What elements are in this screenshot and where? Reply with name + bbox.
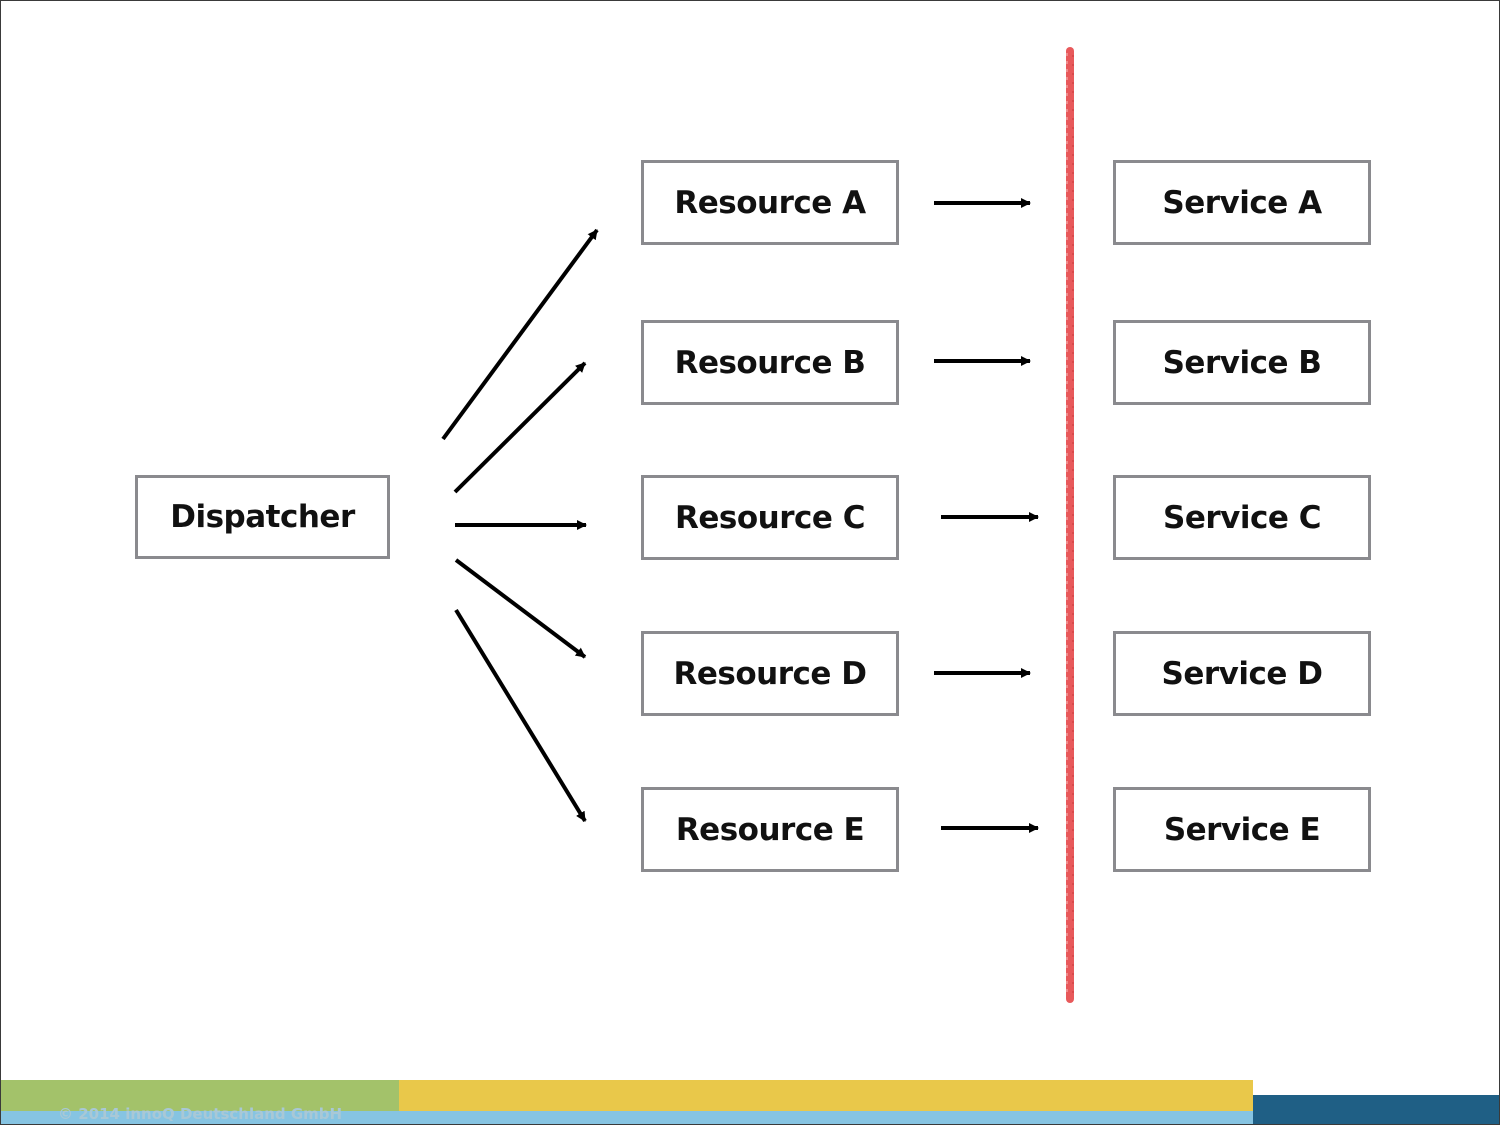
- footer-band-dark-blue: [1253, 1095, 1499, 1124]
- copyright-text: © 2014 innoQ Deutschland GmbH: [58, 1105, 343, 1123]
- resource-b-box: Resource B: [641, 320, 899, 405]
- service-d-label: Service D: [1161, 655, 1323, 692]
- resource-e-label: Resource E: [675, 811, 865, 848]
- footer-band-yellow: [399, 1080, 1253, 1113]
- service-c-box: Service C: [1113, 475, 1371, 560]
- resource-d-box: Resource D: [641, 631, 899, 716]
- resource-c-label: Resource C: [675, 499, 865, 536]
- service-b-label: Service B: [1162, 344, 1322, 381]
- service-a-label: Service A: [1162, 184, 1322, 221]
- resource-a-box: Resource A: [641, 160, 899, 245]
- resource-b-label: Resource B: [674, 344, 866, 381]
- dispatcher-box: Dispatcher: [135, 475, 390, 559]
- service-b-box: Service B: [1113, 320, 1371, 405]
- arrow-dispatcher-to-resource-d: [454, 558, 587, 659]
- arrow-dispatcher-to-resource-a: [441, 228, 599, 441]
- service-d-box: Service D: [1113, 631, 1371, 716]
- arrow-dispatcher-to-resource-e: [454, 608, 587, 823]
- resource-d-label: Resource D: [673, 655, 867, 692]
- footer-band-green: [1, 1080, 399, 1113]
- arrow-dispatcher-to-resource-b: [453, 361, 587, 494]
- dispatcher-label: Dispatcher: [170, 499, 355, 535]
- service-e-label: Service E: [1163, 811, 1321, 848]
- service-e-box: Service E: [1113, 787, 1371, 872]
- resource-e-box: Resource E: [641, 787, 899, 872]
- service-c-label: Service C: [1163, 499, 1321, 536]
- service-a-box: Service A: [1113, 160, 1371, 245]
- footer-band-light-blue: [1, 1111, 1253, 1124]
- resource-c-box: Resource C: [641, 475, 899, 560]
- resource-a-label: Resource A: [674, 184, 866, 221]
